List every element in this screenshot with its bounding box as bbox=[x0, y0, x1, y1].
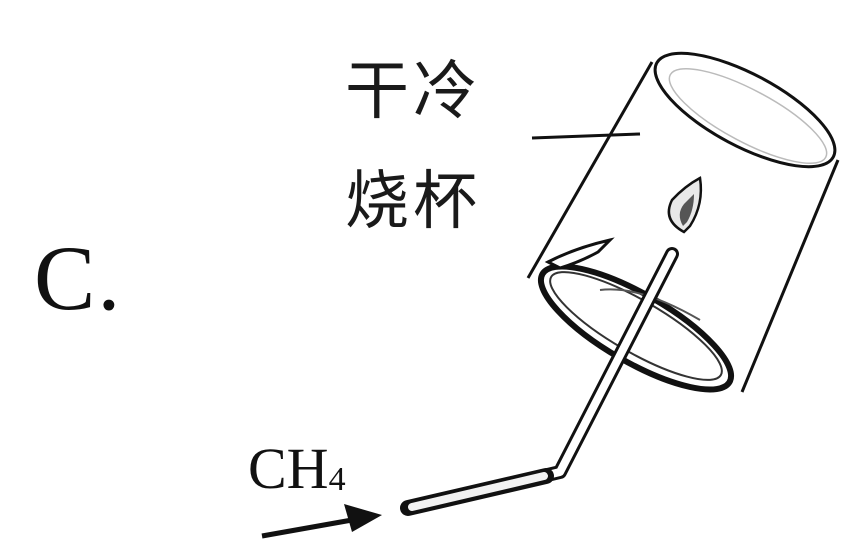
gas-tube bbox=[400, 247, 679, 516]
option-letter: C. bbox=[34, 227, 123, 329]
gas-formula-subscript: 4 bbox=[328, 461, 346, 498]
label-leader-line bbox=[531, 132, 641, 140]
beaker-label-line1: 干冷 bbox=[345, 55, 481, 129]
beaker-spout bbox=[544, 237, 615, 270]
gas-formula-label: CH4 bbox=[248, 440, 346, 498]
beaker-wall-right bbox=[740, 159, 840, 393]
beaker-base-ellipse bbox=[653, 51, 837, 169]
flame-inner bbox=[679, 194, 694, 226]
rubber-connector-inner bbox=[408, 472, 548, 511]
arrow-shaft bbox=[261, 517, 353, 539]
beaker-label-line2: 烧杯 bbox=[345, 165, 481, 239]
beaker-wall-left bbox=[526, 61, 654, 279]
flame bbox=[667, 176, 703, 234]
gas-flow-arrow bbox=[261, 504, 382, 539]
arrow-head bbox=[344, 504, 382, 532]
gas-formula-base: CH bbox=[248, 436, 329, 501]
beaker-base-inner bbox=[668, 67, 828, 165]
